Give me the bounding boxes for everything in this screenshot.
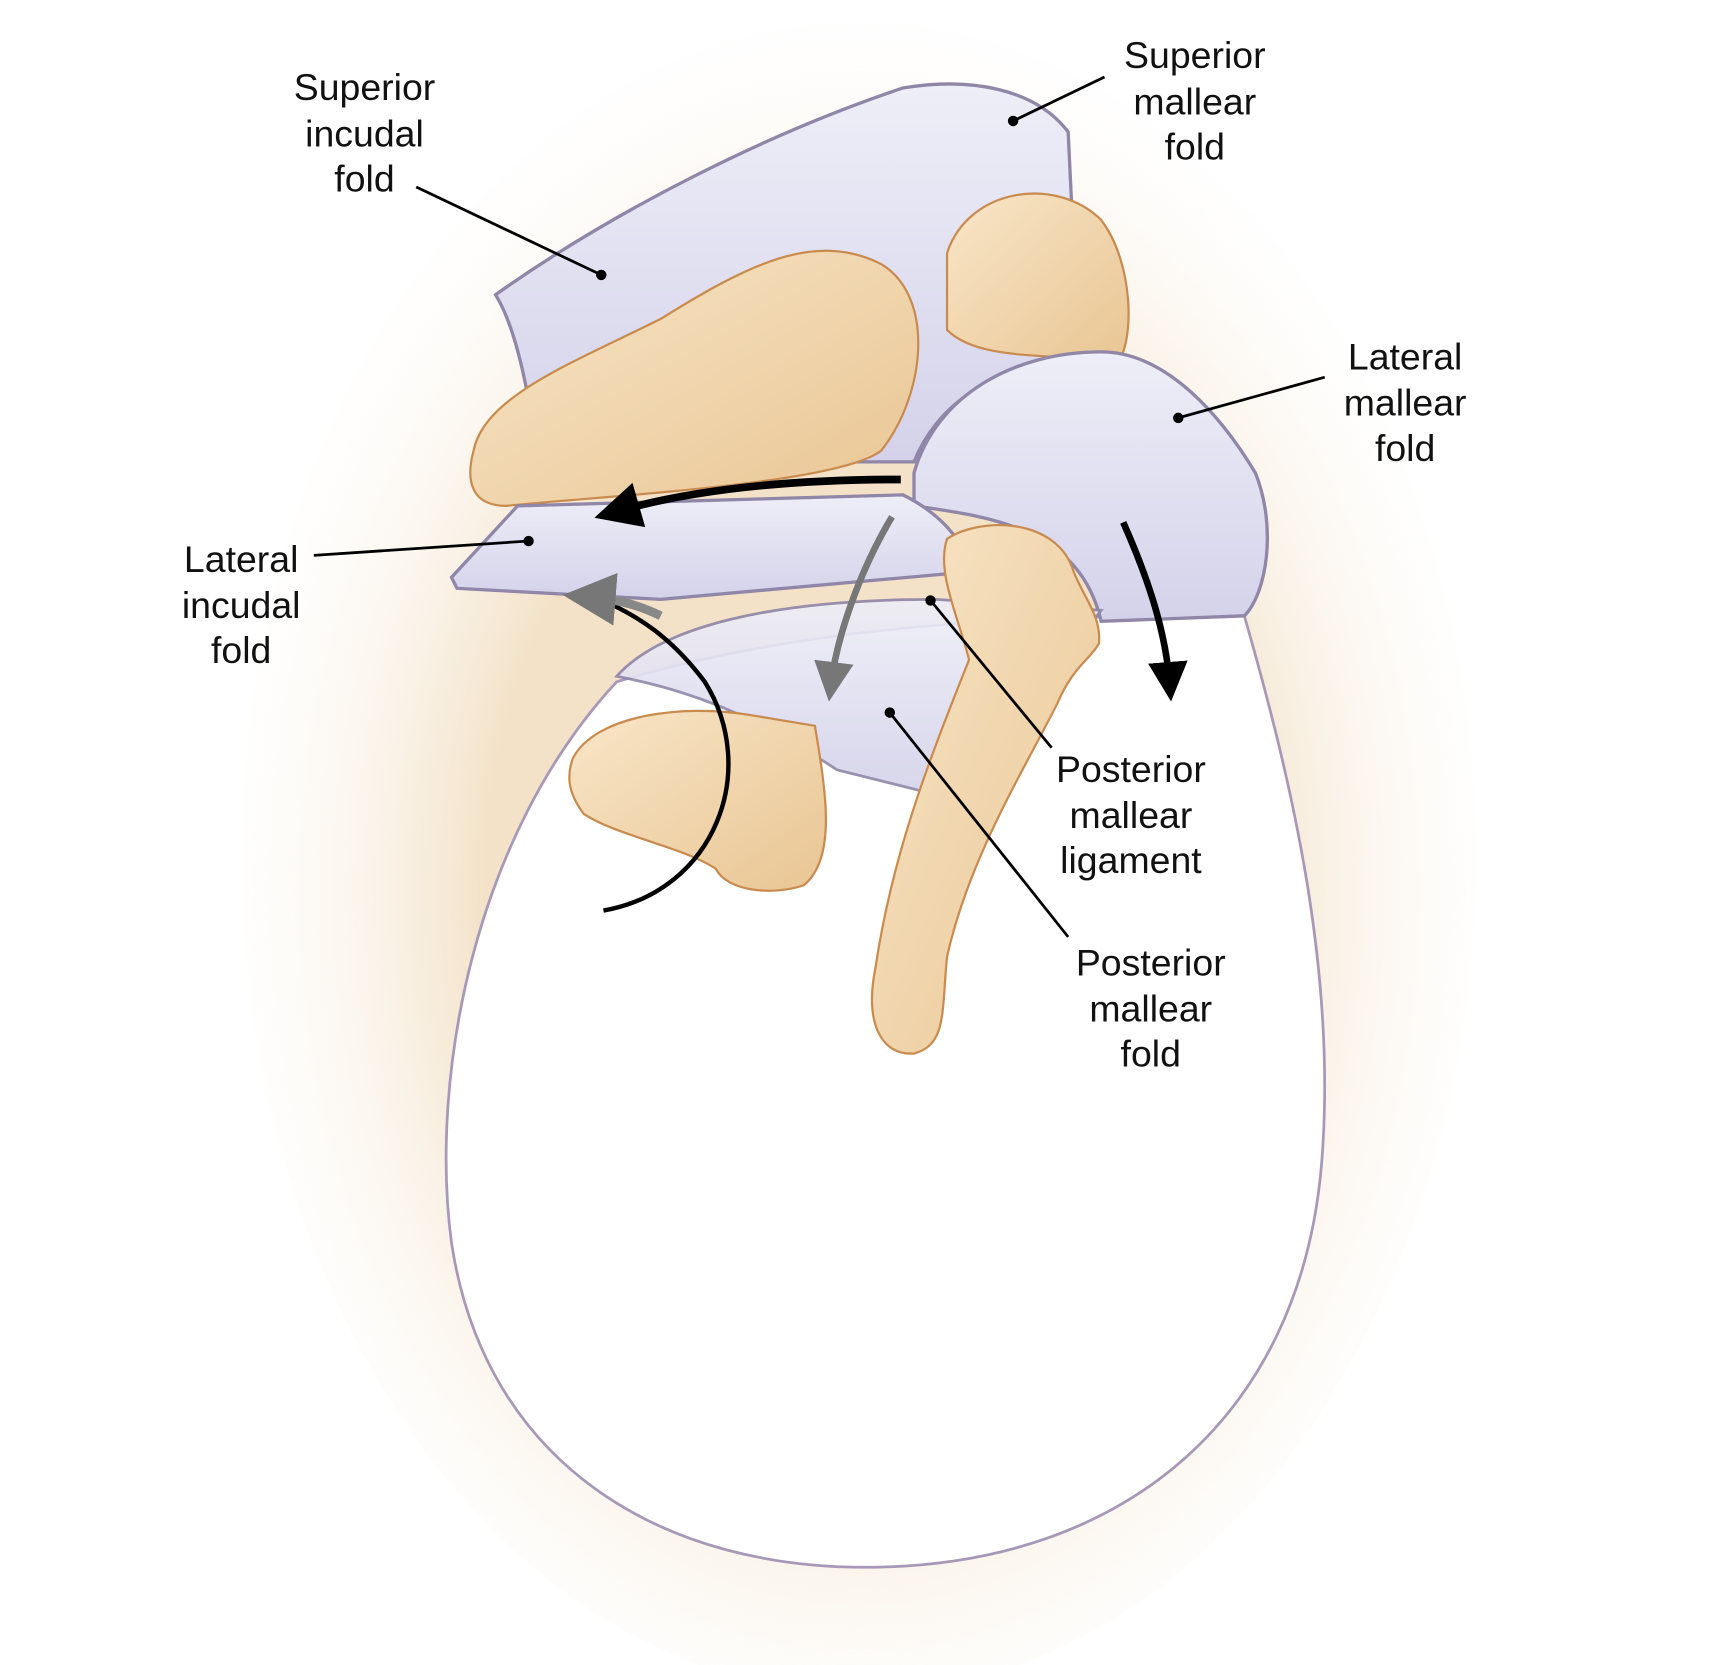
- leader-superior-mallear-fold: [1012, 75, 1106, 123]
- arrow-faded-up: [562, 572, 663, 626]
- label-line: fold: [210, 630, 272, 672]
- label-line: incudal: [181, 584, 301, 627]
- label-line: Posterior: [1056, 748, 1206, 791]
- arrow-curved-posterior: [599, 597, 731, 913]
- label-line: fold: [1164, 126, 1225, 169]
- label-line: Superior: [1124, 35, 1266, 77]
- label-line: fold: [1120, 1033, 1181, 1076]
- label-lateral-incudal-fold: Lateral incudal fold: [182, 538, 301, 675]
- label-line: Posterior: [1075, 942, 1226, 985]
- label-line: mallear: [1089, 988, 1213, 1030]
- malleus-head: [945, 192, 1130, 365]
- label-line: ligament: [1060, 840, 1202, 882]
- label-line: incudal: [305, 112, 424, 155]
- leader-posterior-mallear-fold: [888, 711, 1070, 938]
- label-line: mallear: [1343, 382, 1467, 424]
- arrow-posterior-down: [814, 515, 895, 702]
- leader-posterior-mallear-ligament: [929, 599, 1053, 749]
- malleus-handle: [871, 524, 1101, 1055]
- leader-lateral-incudal-fold: [313, 539, 529, 557]
- label-posterior-mallear-fold: Posterior mallear fold: [1076, 941, 1226, 1078]
- label-line: Lateral: [183, 538, 299, 581]
- label-lateral-mallear-fold: Lateral mallear fold: [1344, 335, 1467, 472]
- arrow-lateral-mallear-down: [1120, 521, 1188, 702]
- arrow-lateral-incudal: [594, 475, 901, 528]
- label-line: Superior: [293, 67, 436, 109]
- label-superior-incudal-fold: Superior incudal fold: [294, 66, 436, 203]
- label-superior-mallear-fold: Superior mallear fold: [1124, 34, 1266, 171]
- label-line: fold: [334, 158, 395, 201]
- leader-lateral-mallear-fold: [1177, 375, 1326, 420]
- incus-long-process: [568, 709, 828, 892]
- label-line: mallear: [1069, 794, 1193, 837]
- label-line: Lateral: [1347, 336, 1463, 379]
- label-posterior-mallear-ligament: Posterior mallear ligament: [1056, 748, 1206, 885]
- incus-body: [469, 249, 920, 507]
- label-line: fold: [1374, 427, 1436, 470]
- leader-superior-incudal-fold: [415, 185, 602, 277]
- label-line: mallear: [1133, 80, 1257, 123]
